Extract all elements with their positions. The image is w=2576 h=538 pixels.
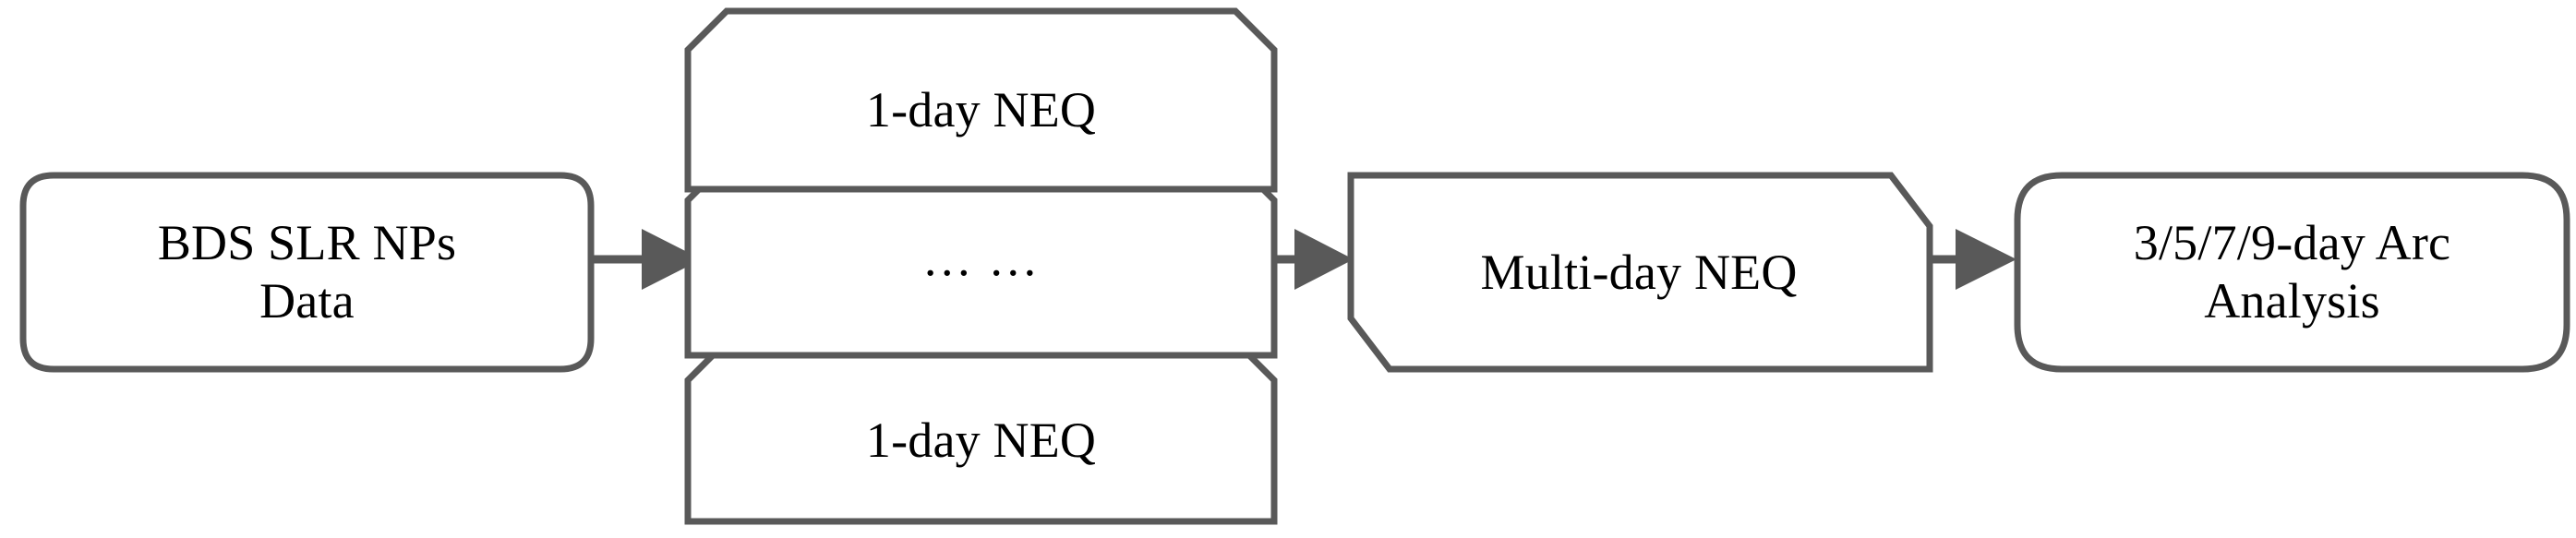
- node-neq-top-shape[interactable]: [684, 7, 1278, 193]
- edge-neq-to-multiday: [1275, 229, 1354, 290]
- edge-source-to-neq-arrowhead: [642, 229, 702, 290]
- edge-multiday-to-arc: [1931, 229, 2016, 290]
- node-source-shape[interactable]: [19, 172, 595, 373]
- node-neq-bottom-shape[interactable]: [684, 338, 1278, 525]
- node-arc-shape[interactable]: [2014, 172, 2570, 373]
- node-multiday-shape[interactable]: [1347, 172, 1933, 373]
- edge-source-to-neq: [592, 229, 702, 290]
- edge-neq-to-multiday-arrowhead: [1294, 229, 1354, 290]
- edge-multiday-to-arc-arrowhead: [1956, 229, 2016, 290]
